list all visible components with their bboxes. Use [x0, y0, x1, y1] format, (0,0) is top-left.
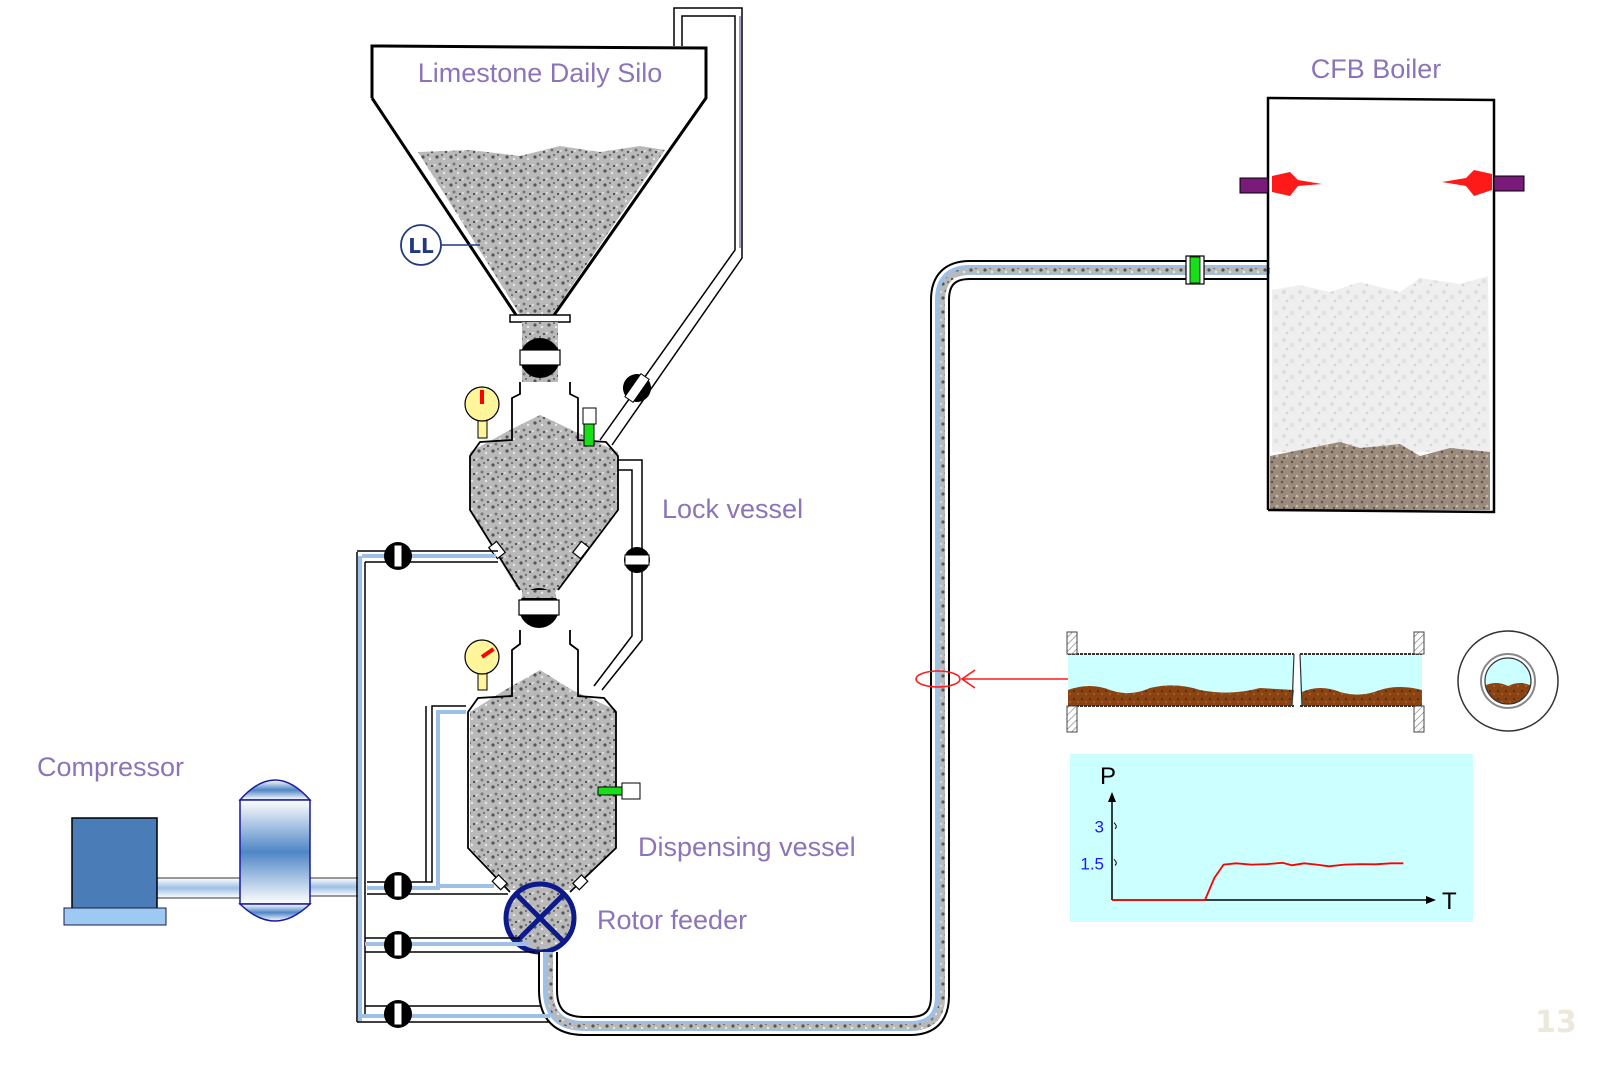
lock-vessel-level-sensor	[582, 407, 597, 447]
compressor-body	[71, 817, 158, 911]
inlet-flow-sensor	[1185, 255, 1205, 285]
boiler-outline	[1266, 96, 1496, 514]
silo-outlet-valve[interactable]	[519, 338, 561, 378]
low-level-switch: LL	[400, 224, 480, 266]
cfb-boiler: CFB Boiler	[1239, 54, 1525, 514]
left-flame-icon	[1272, 172, 1322, 196]
compressor-label: Compressor	[37, 752, 184, 782]
dispensing-vessel-level-sensor	[597, 782, 641, 800]
rotor-feeder[interactable]: Rotor feeder	[503, 881, 747, 955]
lock-vessel-label: Lock vessel	[662, 494, 803, 524]
silo-label: Limestone Daily Silo	[418, 58, 663, 88]
compressor-base	[63, 907, 167, 926]
rotor-feeder-air-valve[interactable]	[384, 931, 412, 959]
left-burner	[1239, 177, 1269, 194]
boiler-ash-bed	[1272, 276, 1490, 452]
vent-line	[599, 7, 743, 446]
x-axis-label: T	[1442, 888, 1457, 915]
chart-background	[1070, 754, 1473, 922]
vent-valve[interactable]	[618, 369, 657, 408]
silo-material	[418, 146, 665, 318]
level-switch-icon	[400, 224, 442, 266]
y-tick	[1113, 822, 1117, 830]
right-burner	[1493, 175, 1525, 192]
air-receiver-tank	[238, 779, 312, 922]
y-axis-arrow-icon	[1108, 792, 1116, 802]
equalizing-valve[interactable]	[624, 547, 650, 573]
y-tick-label: 1.5	[1080, 854, 1104, 873]
pressure-time-chart: T P 3 1.5	[1070, 754, 1473, 922]
lock-vessel: Lock vessel	[469, 382, 803, 591]
y-axis-label: P	[1100, 763, 1116, 790]
y-tick-label: 3	[1095, 818, 1104, 837]
page-number: 13	[1535, 1005, 1577, 1040]
pipe-detail-cross-section	[1457, 630, 1559, 732]
dispensing-vessel: Dispensing vessel	[467, 630, 856, 893]
gauge-needle	[480, 647, 495, 659]
pipe-detail-longitudinal	[1066, 631, 1425, 733]
y-tick	[1113, 858, 1117, 866]
conveying-line	[538, 260, 1270, 1036]
dispensing-vessel-air-valve[interactable]	[384, 872, 412, 900]
compressor: Compressor	[37, 752, 184, 926]
silo-outline	[370, 44, 708, 319]
x-axis-arrow-icon	[1426, 896, 1436, 904]
pressure-line	[1112, 861, 1404, 901]
boiler-bed-material	[1270, 442, 1490, 510]
conveying-air-valve[interactable]	[384, 1000, 412, 1028]
level-switch-label: LL	[408, 234, 434, 258]
dispensing-vessel-pressure-gauge	[464, 639, 500, 691]
boiler-label: CFB Boiler	[1311, 54, 1442, 84]
dispensing-vessel-material	[470, 670, 616, 890]
silo-outlet-flange	[509, 314, 571, 323]
right-flame-icon	[1442, 170, 1492, 196]
detail-callout-marker	[915, 669, 1070, 689]
dispensing-vessel-label: Dispensing vessel	[638, 832, 856, 862]
lock-vessel-pressure-gauge	[464, 386, 500, 439]
lock-vessel-air-valve[interactable]	[384, 542, 412, 570]
rotor-feeder-label: Rotor feeder	[597, 905, 747, 935]
dispensing-vessel-outline	[467, 630, 617, 893]
limestone-daily-silo: Limestone Daily Silo	[370, 44, 708, 323]
lock-to-dispense-chute	[522, 590, 556, 598]
